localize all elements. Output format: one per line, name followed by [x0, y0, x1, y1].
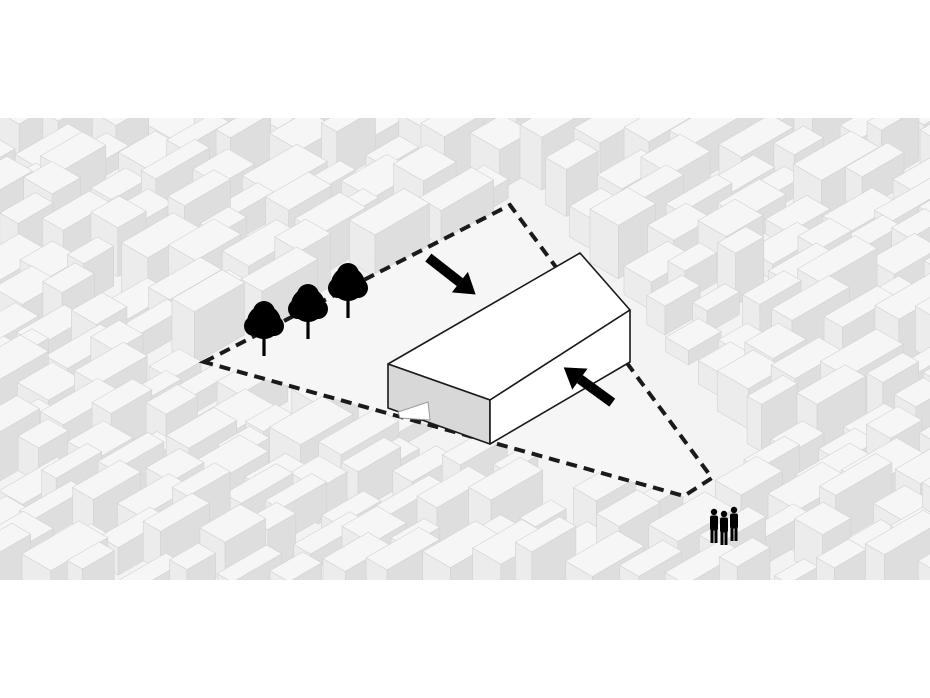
context-building [589, 187, 657, 280]
tree-icon [288, 284, 328, 339]
site-boundary-dashed-line [198, 202, 715, 499]
context-building [815, 538, 867, 580]
context-building [917, 553, 930, 580]
person-icon [730, 506, 738, 541]
context-building [66, 541, 115, 580]
tree-icon [328, 263, 368, 318]
surrounding-city-context [0, 118, 930, 580]
context-building [142, 492, 210, 572]
context-building [914, 297, 930, 360]
context-building [665, 318, 722, 366]
trees-group [244, 263, 368, 356]
access-arrows [425, 253, 616, 407]
context-building [269, 551, 323, 580]
context-building [169, 542, 217, 580]
context-building [171, 269, 246, 365]
building-entrance-recess [397, 401, 431, 421]
people-group [710, 506, 738, 545]
proposed-building-volume [387, 252, 631, 445]
person-icon [710, 508, 718, 543]
context-building [646, 274, 701, 336]
arrow-icon [563, 367, 616, 407]
proposed-building-right-face [489, 309, 631, 445]
context-building [514, 516, 577, 580]
context-buildings [0, 118, 930, 580]
arrow-icon [425, 253, 476, 295]
person-icon [720, 510, 728, 545]
context-building [718, 537, 771, 580]
context-building [348, 188, 430, 278]
tree-icon [244, 301, 284, 356]
